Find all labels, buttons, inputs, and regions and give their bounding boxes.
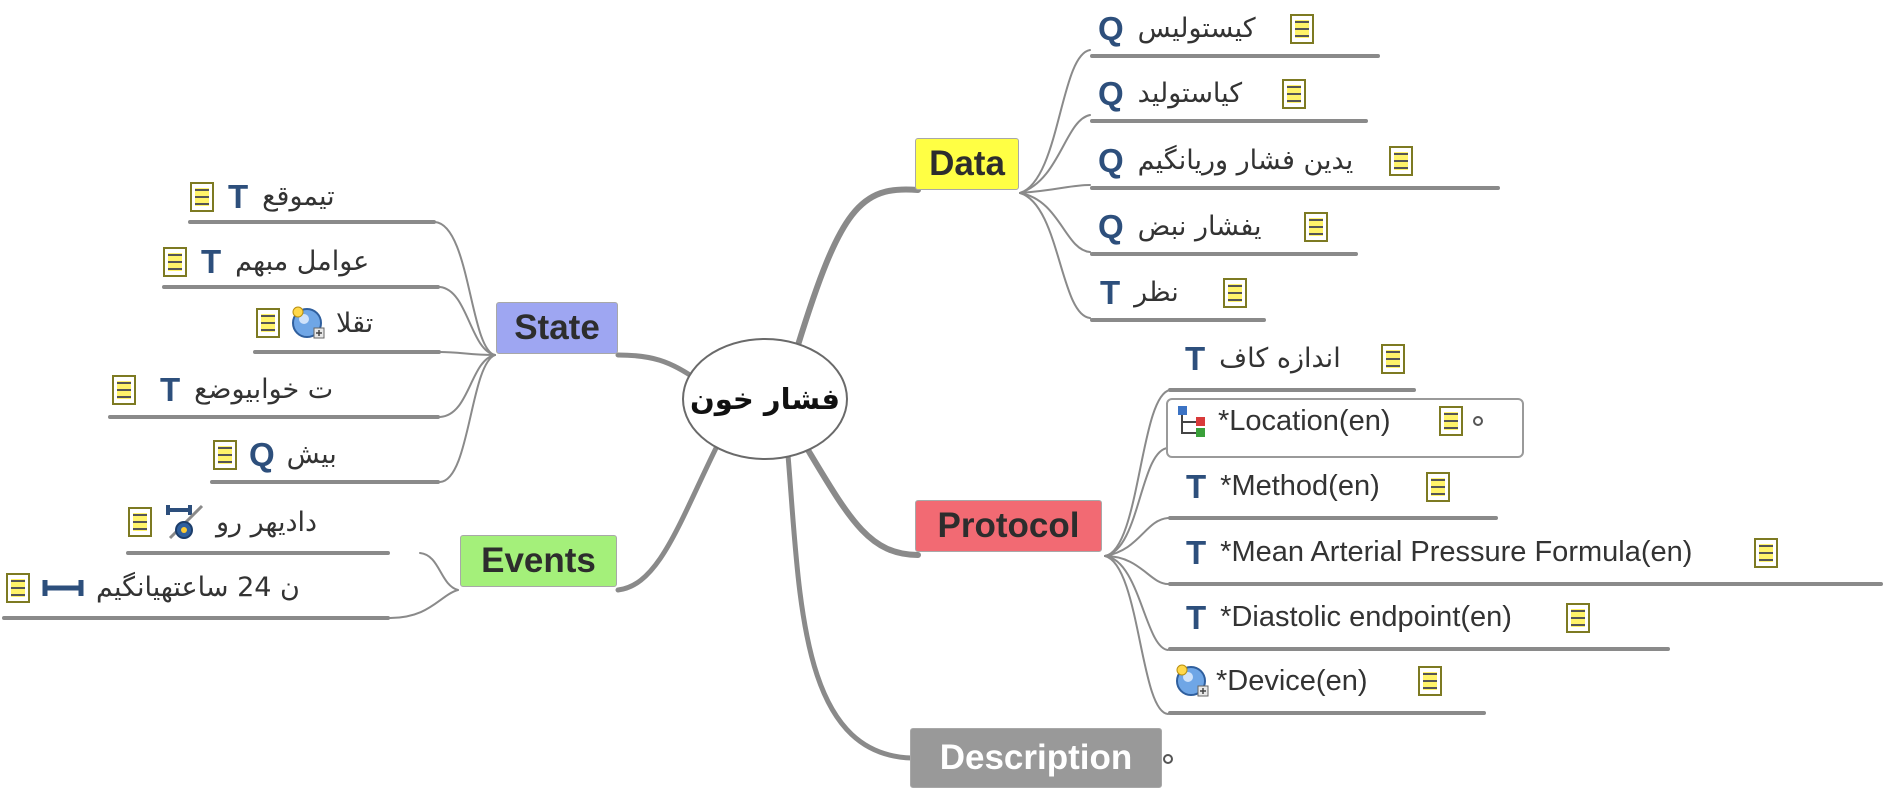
protocol-item-label: *Location(en) <box>1218 404 1391 437</box>
t-icon: T <box>228 178 249 215</box>
branch-data-label: Data <box>929 144 1005 183</box>
q-icon: Q <box>1098 10 1124 47</box>
state-item[interactable]: T عوامل مبهم <box>163 245 369 278</box>
t-icon: T <box>1100 274 1121 311</box>
q-icon: Q <box>1098 142 1124 179</box>
q-icon: Q <box>1098 75 1124 112</box>
note-icon[interactable] <box>1417 666 1442 696</box>
data-item[interactable]: Q کیاستولید <box>1098 75 1307 112</box>
data-item-label: نظر <box>1134 277 1179 308</box>
central-topic-label: فشار خون <box>689 382 840 416</box>
event-item-label: دادیهر رو <box>216 506 318 538</box>
branch-events[interactable]: Events <box>460 535 617 587</box>
t-icon: T <box>1186 468 1207 505</box>
branch-data[interactable]: Data <box>915 138 1019 190</box>
data-item-label: یفشار نبض <box>1137 211 1262 242</box>
note-icon[interactable] <box>190 181 214 212</box>
tree-icon <box>1176 404 1210 438</box>
note-icon[interactable] <box>6 572 30 603</box>
protocol-item[interactable]: T *Mean Arterial Pressure Formula(en) <box>1186 534 1779 571</box>
t-icon: T <box>1185 340 1206 377</box>
note-icon[interactable] <box>1389 145 1414 176</box>
note-icon[interactable] <box>1289 13 1314 44</box>
event-item-label: ن 24 ساعتهیانگیم <box>96 572 300 603</box>
data-item-label: یدین فشار وریانگیم <box>1137 145 1354 176</box>
note-icon[interactable] <box>128 507 152 537</box>
globe-icon <box>1174 664 1210 698</box>
note-icon[interactable] <box>1380 343 1405 374</box>
state-item[interactable]: T ت خوابیوضع <box>112 373 333 406</box>
collapse-toggle-icon[interactable] <box>1472 416 1483 426</box>
state-item-label: ت خوابیوضع <box>194 374 334 405</box>
protocol-item-label: *Diastolic endpoint(en) <box>1220 601 1512 633</box>
data-item[interactable]: Q یدین فشار وریانگیم <box>1098 142 1414 179</box>
note-icon[interactable] <box>1222 277 1247 308</box>
state-item-label: عوامل مبهم <box>235 246 370 277</box>
protocol-item-label: اندازه کاف <box>1219 343 1341 374</box>
state-item-label: بیش <box>286 439 337 470</box>
interval-event-icon <box>162 502 206 542</box>
central-topic[interactable]: فشار خون <box>682 338 848 460</box>
note-icon[interactable] <box>112 374 136 405</box>
note-icon[interactable] <box>1438 406 1463 436</box>
interval-icon <box>42 578 84 598</box>
branch-description[interactable]: Description <box>910 728 1162 788</box>
event-item[interactable]: دادیهر رو <box>128 502 317 542</box>
protocol-item[interactable]: *Device(en) <box>1174 664 1442 698</box>
selected-node-frame[interactable] <box>1166 398 1524 458</box>
note-icon[interactable] <box>1303 211 1328 242</box>
protocol-item-label: *Method(en) <box>1220 470 1380 502</box>
state-item[interactable]: T تیموقع <box>190 180 335 213</box>
branch-protocol[interactable]: Protocol <box>915 500 1102 552</box>
note-icon[interactable] <box>1565 602 1590 633</box>
note-icon[interactable] <box>1754 537 1779 568</box>
t-icon: T <box>201 243 222 280</box>
data-item-label: کیاستولید <box>1137 78 1243 109</box>
state-item[interactable]: Q بیش <box>213 438 337 471</box>
branch-description-label: Description <box>939 738 1133 777</box>
state-item-label: تقلا <box>336 307 374 339</box>
branch-events-label: Events <box>481 541 596 580</box>
data-item-label: کیستولیس <box>1137 13 1256 44</box>
note-icon[interactable] <box>213 439 237 470</box>
globe-icon <box>290 306 326 340</box>
collapse-toggle-icon[interactable] <box>1163 754 1173 764</box>
q-icon: Q <box>1098 208 1124 245</box>
note-icon[interactable] <box>1282 78 1307 109</box>
data-item[interactable]: T نظر <box>1100 276 1247 309</box>
protocol-item[interactable]: T *Diastolic endpoint(en) <box>1186 601 1590 634</box>
protocol-item-label: *Mean Arterial Pressure Formula(en) <box>1220 536 1693 568</box>
t-icon: T <box>1186 534 1207 571</box>
data-item[interactable]: Q کیستولیس <box>1098 12 1314 45</box>
branch-state[interactable]: State <box>496 302 618 354</box>
t-icon: T <box>1186 599 1207 636</box>
note-icon[interactable] <box>256 308 280 338</box>
q-icon: Q <box>249 436 275 473</box>
branch-protocol-label: Protocol <box>937 506 1080 545</box>
event-item[interactable]: ن 24 ساعتهیانگیم <box>6 572 300 603</box>
state-item-label: تیموقع <box>262 181 335 212</box>
state-item[interactable]: تقلا <box>256 306 373 340</box>
protocol-item[interactable]: *Location(en) <box>1176 404 1483 438</box>
protocol-item[interactable]: T اندازه کاف <box>1185 342 1405 375</box>
note-icon[interactable] <box>1425 471 1450 502</box>
data-item[interactable]: Q یفشار نبض <box>1098 210 1328 243</box>
protocol-item-label: *Device(en) <box>1216 664 1368 697</box>
t-icon: T <box>160 371 181 408</box>
protocol-item[interactable]: T *Method(en) <box>1186 470 1450 503</box>
branch-state-label: State <box>514 308 600 347</box>
note-icon[interactable] <box>163 246 187 277</box>
